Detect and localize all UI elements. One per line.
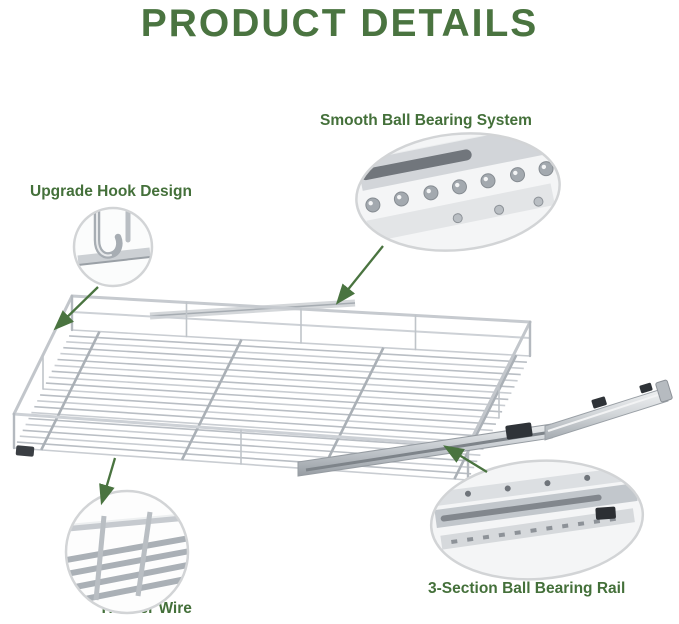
wire-basket: [12, 294, 673, 482]
arrow-to-rail-icon: [443, 445, 488, 473]
wire: [42, 388, 500, 419]
callout-label-hook: Upgrade Hook Design: [30, 183, 192, 200]
hook-detail-view: [72, 206, 154, 288]
arrow-to-thicker-wire-icon: [99, 457, 117, 506]
rail-end-cap: [655, 379, 673, 403]
wire: [19, 435, 475, 469]
wire: [57, 358, 515, 388]
wire: [45, 382, 503, 413]
wire: [66, 341, 524, 370]
page-title: PRODUCT DETAILS: [140, 2, 539, 45]
wire: [69, 335, 527, 363]
wire: [40, 330, 101, 451]
ball-bearings: [365, 161, 554, 213]
wire: [51, 370, 509, 401]
callout-label-ball-bearing: Smooth Ball Bearing System: [320, 112, 532, 129]
wire: [180, 339, 243, 461]
extended-slide-rail: [544, 379, 673, 441]
thicker-wire-detail-view: [64, 489, 190, 615]
wire: [28, 417, 484, 450]
wire-mesh: [13, 329, 531, 481]
rail-bracket: [505, 422, 533, 440]
rail-detail-clip: [595, 506, 616, 520]
wire: [16, 441, 472, 475]
arrow-to-hook-icon: [53, 286, 99, 331]
back-rail-slot: [149, 302, 356, 317]
wire: [37, 400, 493, 432]
rail-clip: [591, 396, 607, 409]
wire: [63, 346, 521, 376]
rail-clip: [639, 382, 653, 394]
wire: [40, 394, 496, 425]
wire: [453, 354, 518, 480]
front-bracket: [15, 445, 35, 457]
arrow-to-ball-bearing-icon: [335, 245, 384, 305]
basket-rim: [12, 294, 532, 482]
wire: [31, 411, 487, 444]
rail-detail-view: [429, 459, 645, 581]
wire: [54, 364, 512, 394]
callout-label-rail: 3-Section Ball Bearing Rail: [428, 580, 626, 597]
wire: [34, 405, 490, 438]
wire: [48, 376, 506, 407]
wire: [60, 352, 518, 382]
wire: [321, 347, 385, 471]
ball-bearing-detail-view: [355, 123, 561, 252]
